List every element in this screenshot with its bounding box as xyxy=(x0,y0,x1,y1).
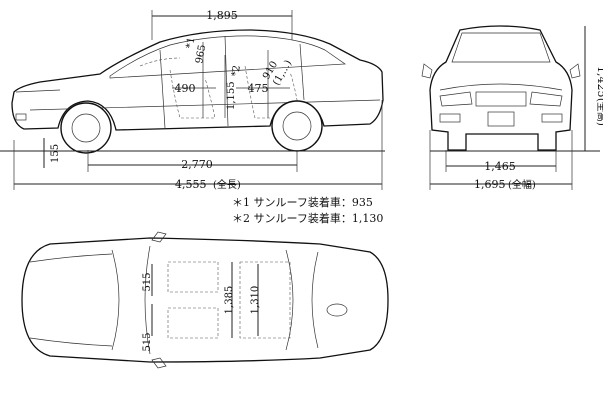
top-view xyxy=(21,231,389,369)
dim-1155: 1,155 xyxy=(226,81,237,110)
footnote-2: ＊2 サンルーフ装着車：1,130 xyxy=(232,211,383,225)
top-rear-glass-back xyxy=(311,251,319,349)
front-seat-dashed xyxy=(169,69,216,119)
dim-1385: 1,385 xyxy=(224,286,235,315)
right-headlight xyxy=(529,91,563,107)
top-front-seat-right xyxy=(167,307,219,339)
top-windshield-front xyxy=(111,249,120,351)
front-plate xyxy=(487,111,515,127)
front-bumper-line xyxy=(15,89,61,93)
dim-1465: 1,465 xyxy=(484,160,516,173)
b-pillar xyxy=(224,35,229,127)
footnote-1: ＊1 サンルーフ装着車：935 xyxy=(232,195,373,209)
dim-1695-note: (全幅) xyxy=(508,178,536,191)
side-rear-wheel xyxy=(271,100,323,152)
dim-490: 490 xyxy=(175,82,196,95)
front-dimension-lines xyxy=(429,26,600,190)
top-mirror-right xyxy=(151,357,167,369)
front-view xyxy=(421,25,581,151)
top-mirror-left xyxy=(151,231,167,243)
steering-dashed xyxy=(139,57,181,67)
side-dimension-lines xyxy=(13,10,383,190)
left-foglight xyxy=(439,113,461,123)
dim-4555: 4,555 xyxy=(175,178,207,191)
left-headlight xyxy=(439,91,473,107)
dim-4555-note: (全長) xyxy=(213,178,241,191)
front-hood-line xyxy=(439,83,563,91)
rear-emblem xyxy=(326,303,348,317)
dim-2770: 2,770 xyxy=(181,158,213,171)
right-foglight xyxy=(541,113,563,123)
top-hood-line-right xyxy=(29,337,113,347)
side-front-hub xyxy=(71,113,101,143)
front-windshield xyxy=(451,32,551,63)
front-marker xyxy=(15,113,27,121)
top-windshield-back xyxy=(144,245,151,355)
dim-1425-note: (全高) xyxy=(595,98,603,126)
front-grille xyxy=(475,91,527,107)
dim-515-front: 515 xyxy=(142,272,153,291)
side-rear-hub xyxy=(282,111,312,141)
dim-1695: 1,695 xyxy=(474,178,506,191)
dim-star1: *1 xyxy=(185,36,198,49)
dim-475: 475 xyxy=(248,82,269,95)
dim-515-rear: 515 xyxy=(142,332,153,351)
side-view xyxy=(0,29,385,154)
top-body-outline xyxy=(21,237,389,363)
right-mirror xyxy=(569,63,581,79)
dim-star2: *2 xyxy=(230,64,243,77)
front-body-outline xyxy=(429,25,573,151)
side-front-wheel xyxy=(60,102,112,154)
top-rear-bench xyxy=(239,261,291,339)
top-rear-glass-front xyxy=(285,249,294,351)
top-hood-line-left xyxy=(29,253,113,263)
dim-965: 965 xyxy=(194,44,208,65)
side-window-line xyxy=(109,35,347,79)
top-front-seat-left xyxy=(167,261,219,293)
a-door-line xyxy=(159,49,166,129)
left-mirror xyxy=(421,63,433,79)
dim-155: 155 xyxy=(50,144,61,163)
dim-1425: 1,425 xyxy=(595,66,603,98)
dim-1895: 1,895 xyxy=(206,9,238,22)
c-door-line xyxy=(299,43,305,101)
dim-1310: 1,310 xyxy=(250,286,261,315)
